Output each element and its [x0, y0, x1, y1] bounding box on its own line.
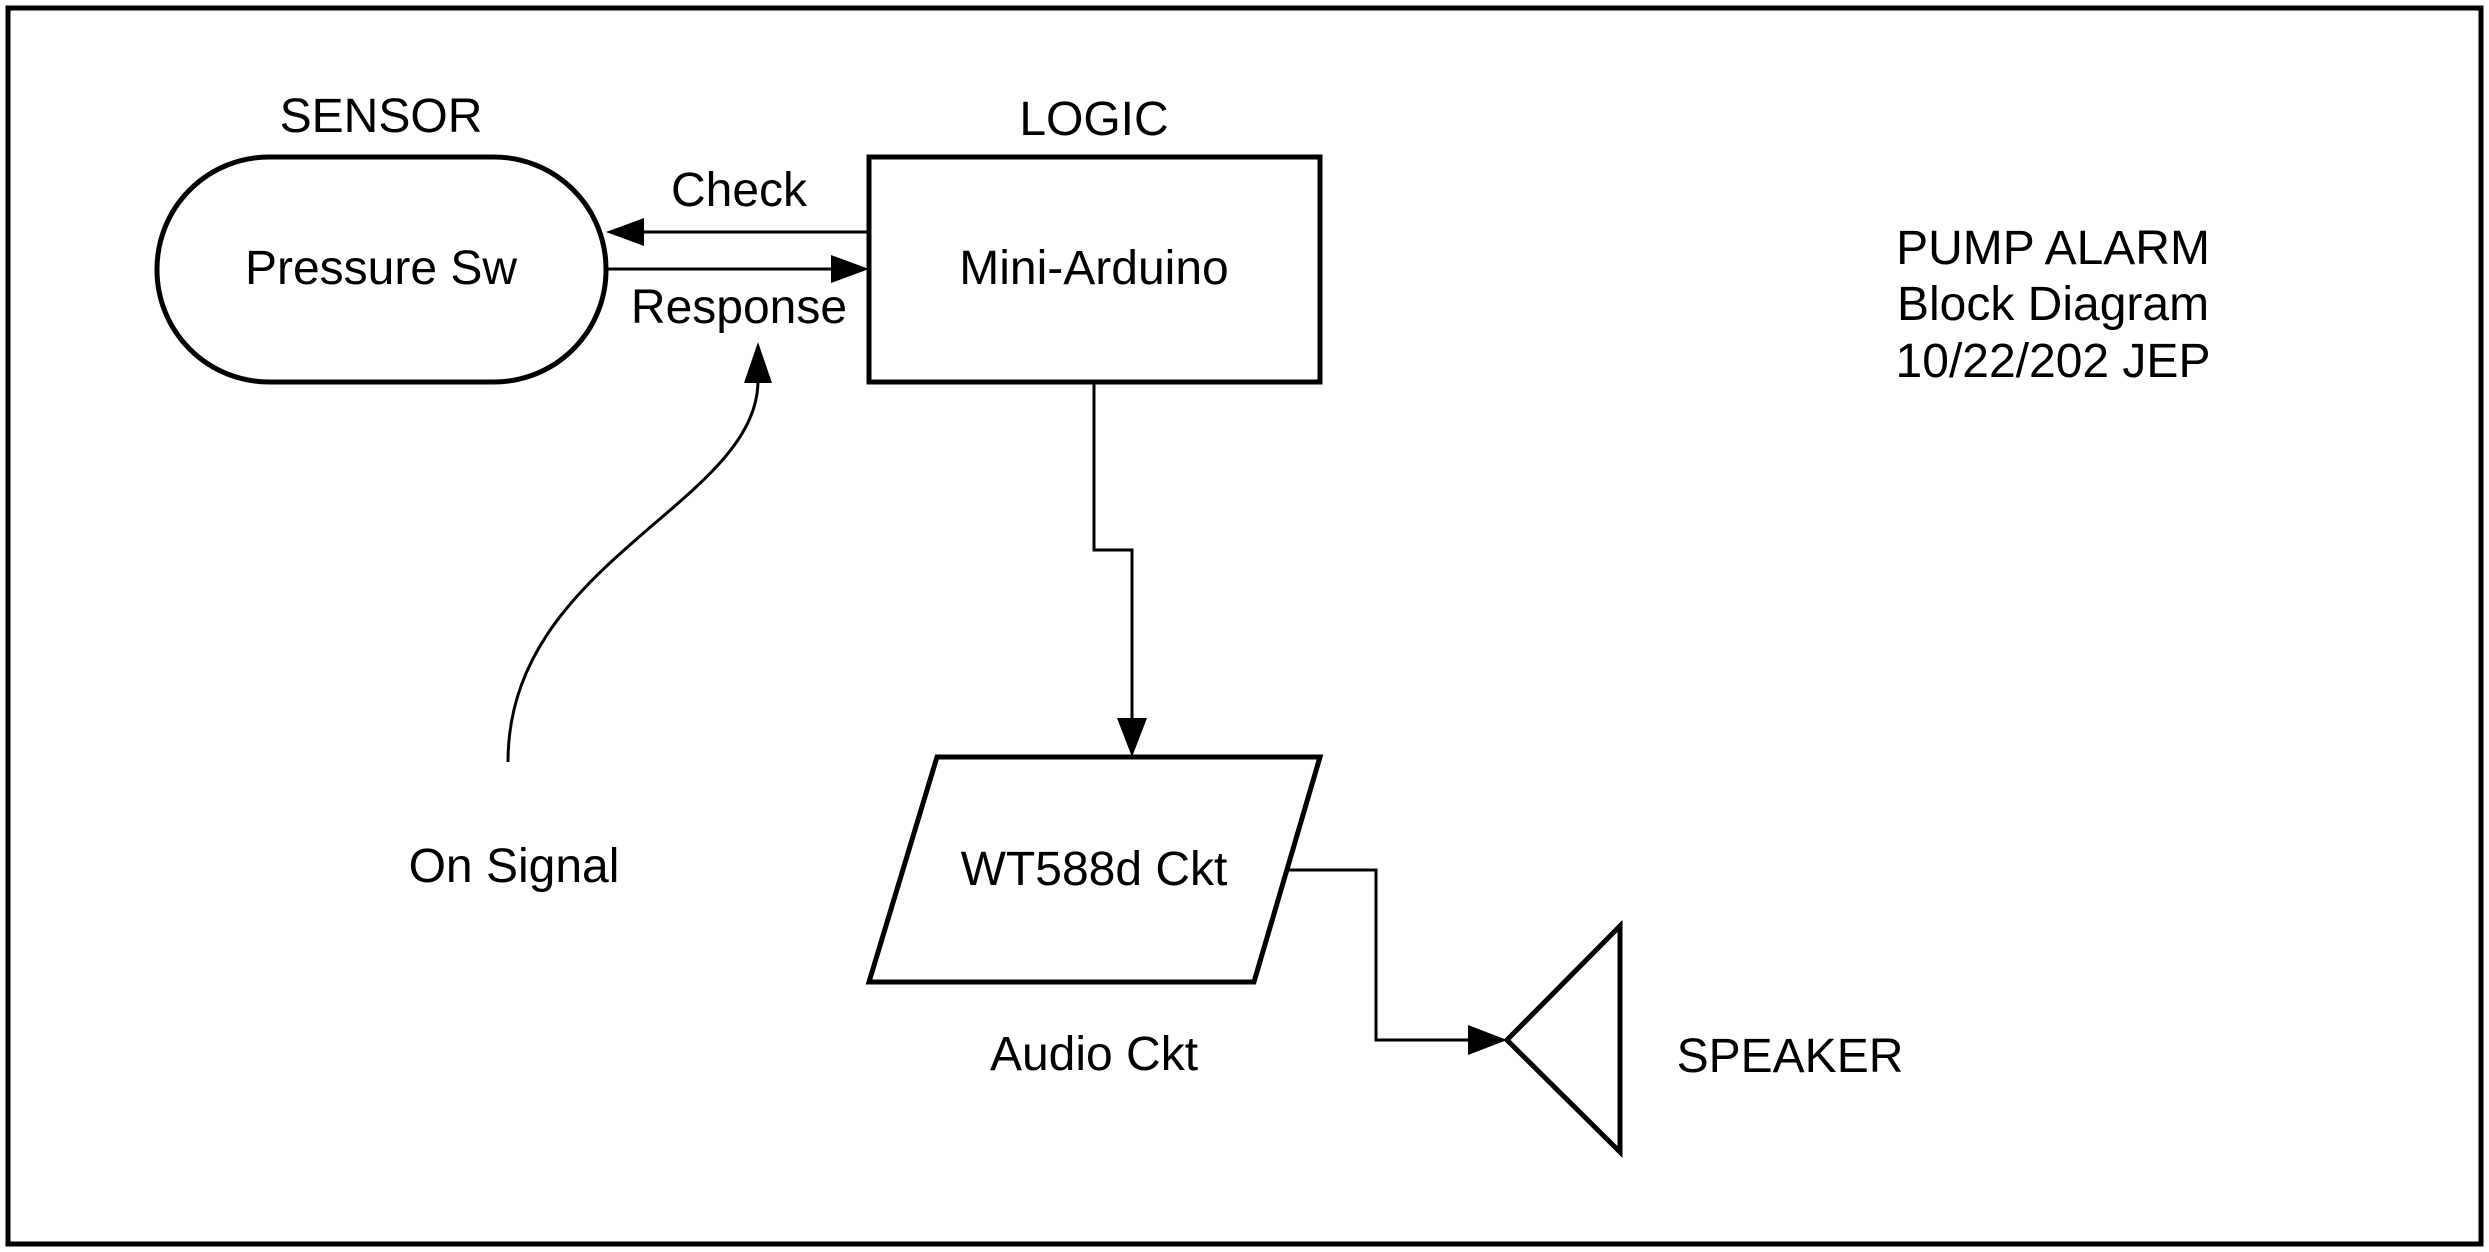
- title-line-1: PUMP ALARM: [1896, 222, 2210, 275]
- on-signal-label: On Signal: [409, 840, 620, 893]
- sensor-label: Pressure Sw: [245, 242, 517, 295]
- title-line-3: 10/22/202 JEP: [1896, 335, 2211, 388]
- title-block: PUMP ALARM Block Diagram 10/22/202 JEP: [1896, 222, 2211, 388]
- response-label: Response: [631, 281, 847, 334]
- speaker-label: SPEAKER: [1677, 1030, 1904, 1083]
- response-arrow: [606, 255, 869, 283]
- check-arrow: [606, 218, 869, 246]
- logic-label: Mini-Arduino: [959, 242, 1228, 295]
- speaker-icon: [1503, 919, 1623, 1158]
- on-signal-arrow: [506, 342, 772, 763]
- audio-block: [865, 754, 1324, 985]
- audio-caption: Audio Ckt: [990, 1028, 1198, 1081]
- title-line-2: Block Diagram: [1897, 278, 2209, 331]
- check-label: Check: [671, 164, 808, 217]
- audio-to-speaker-arrow: [1287, 868, 1507, 1055]
- audio-label: WT588d Ckt: [961, 843, 1228, 896]
- logic-header: LOGIC: [1019, 93, 1168, 146]
- logic-block: [866, 154, 1323, 385]
- sensor-header: SENSOR: [280, 90, 483, 143]
- logic-to-audio-arrow: [1092, 382, 1147, 757]
